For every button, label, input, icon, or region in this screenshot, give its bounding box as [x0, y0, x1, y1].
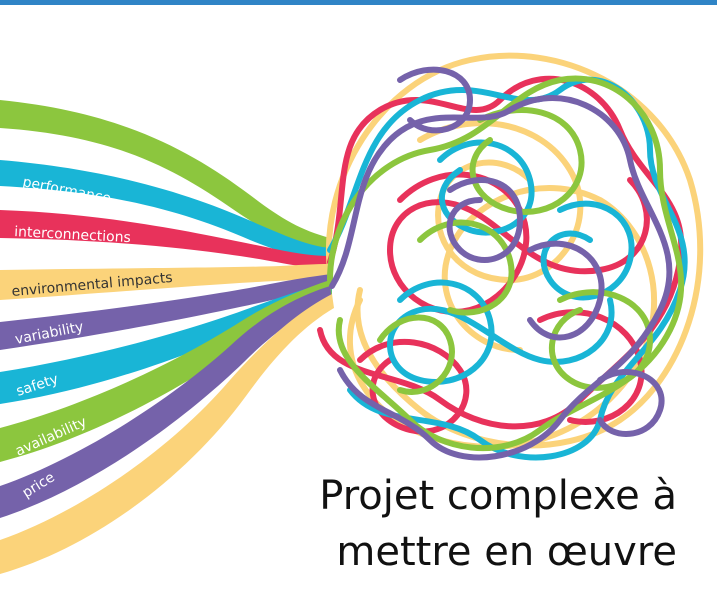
- label-interconnections: interconnections: [14, 224, 131, 246]
- ribbon-environmental: [0, 264, 330, 300]
- ribbon-interconnections: [0, 210, 330, 268]
- tangle-purple-2: [446, 177, 605, 341]
- ribbon-safety: [0, 282, 332, 404]
- tangle-ball: [317, 52, 704, 461]
- caption-line-2: mettre en œuvre: [336, 529, 677, 575]
- tangle-cyan-1: [327, 76, 688, 461]
- ribbon-green-top: [0, 100, 330, 252]
- ribbon-availability: [0, 280, 332, 462]
- ribbon-yellow-bottom: [0, 294, 334, 574]
- tangle-purple-3: [397, 66, 665, 437]
- tangle-purple-1: [329, 95, 673, 461]
- caption: Projet complexe à mettre en œuvre: [257, 468, 677, 580]
- tangle-green-3: [377, 289, 653, 395]
- tangle-yellow-1: [325, 52, 704, 449]
- top-accent-bar: [0, 0, 717, 5]
- tangle-green-1: [327, 75, 685, 452]
- caption-line-1: Projet complexe à: [319, 473, 677, 519]
- ribbon-bands: [0, 100, 334, 574]
- ribbon-price: [0, 286, 332, 518]
- ribbon-variability: [0, 274, 332, 350]
- ribbon-performance: [0, 160, 330, 262]
